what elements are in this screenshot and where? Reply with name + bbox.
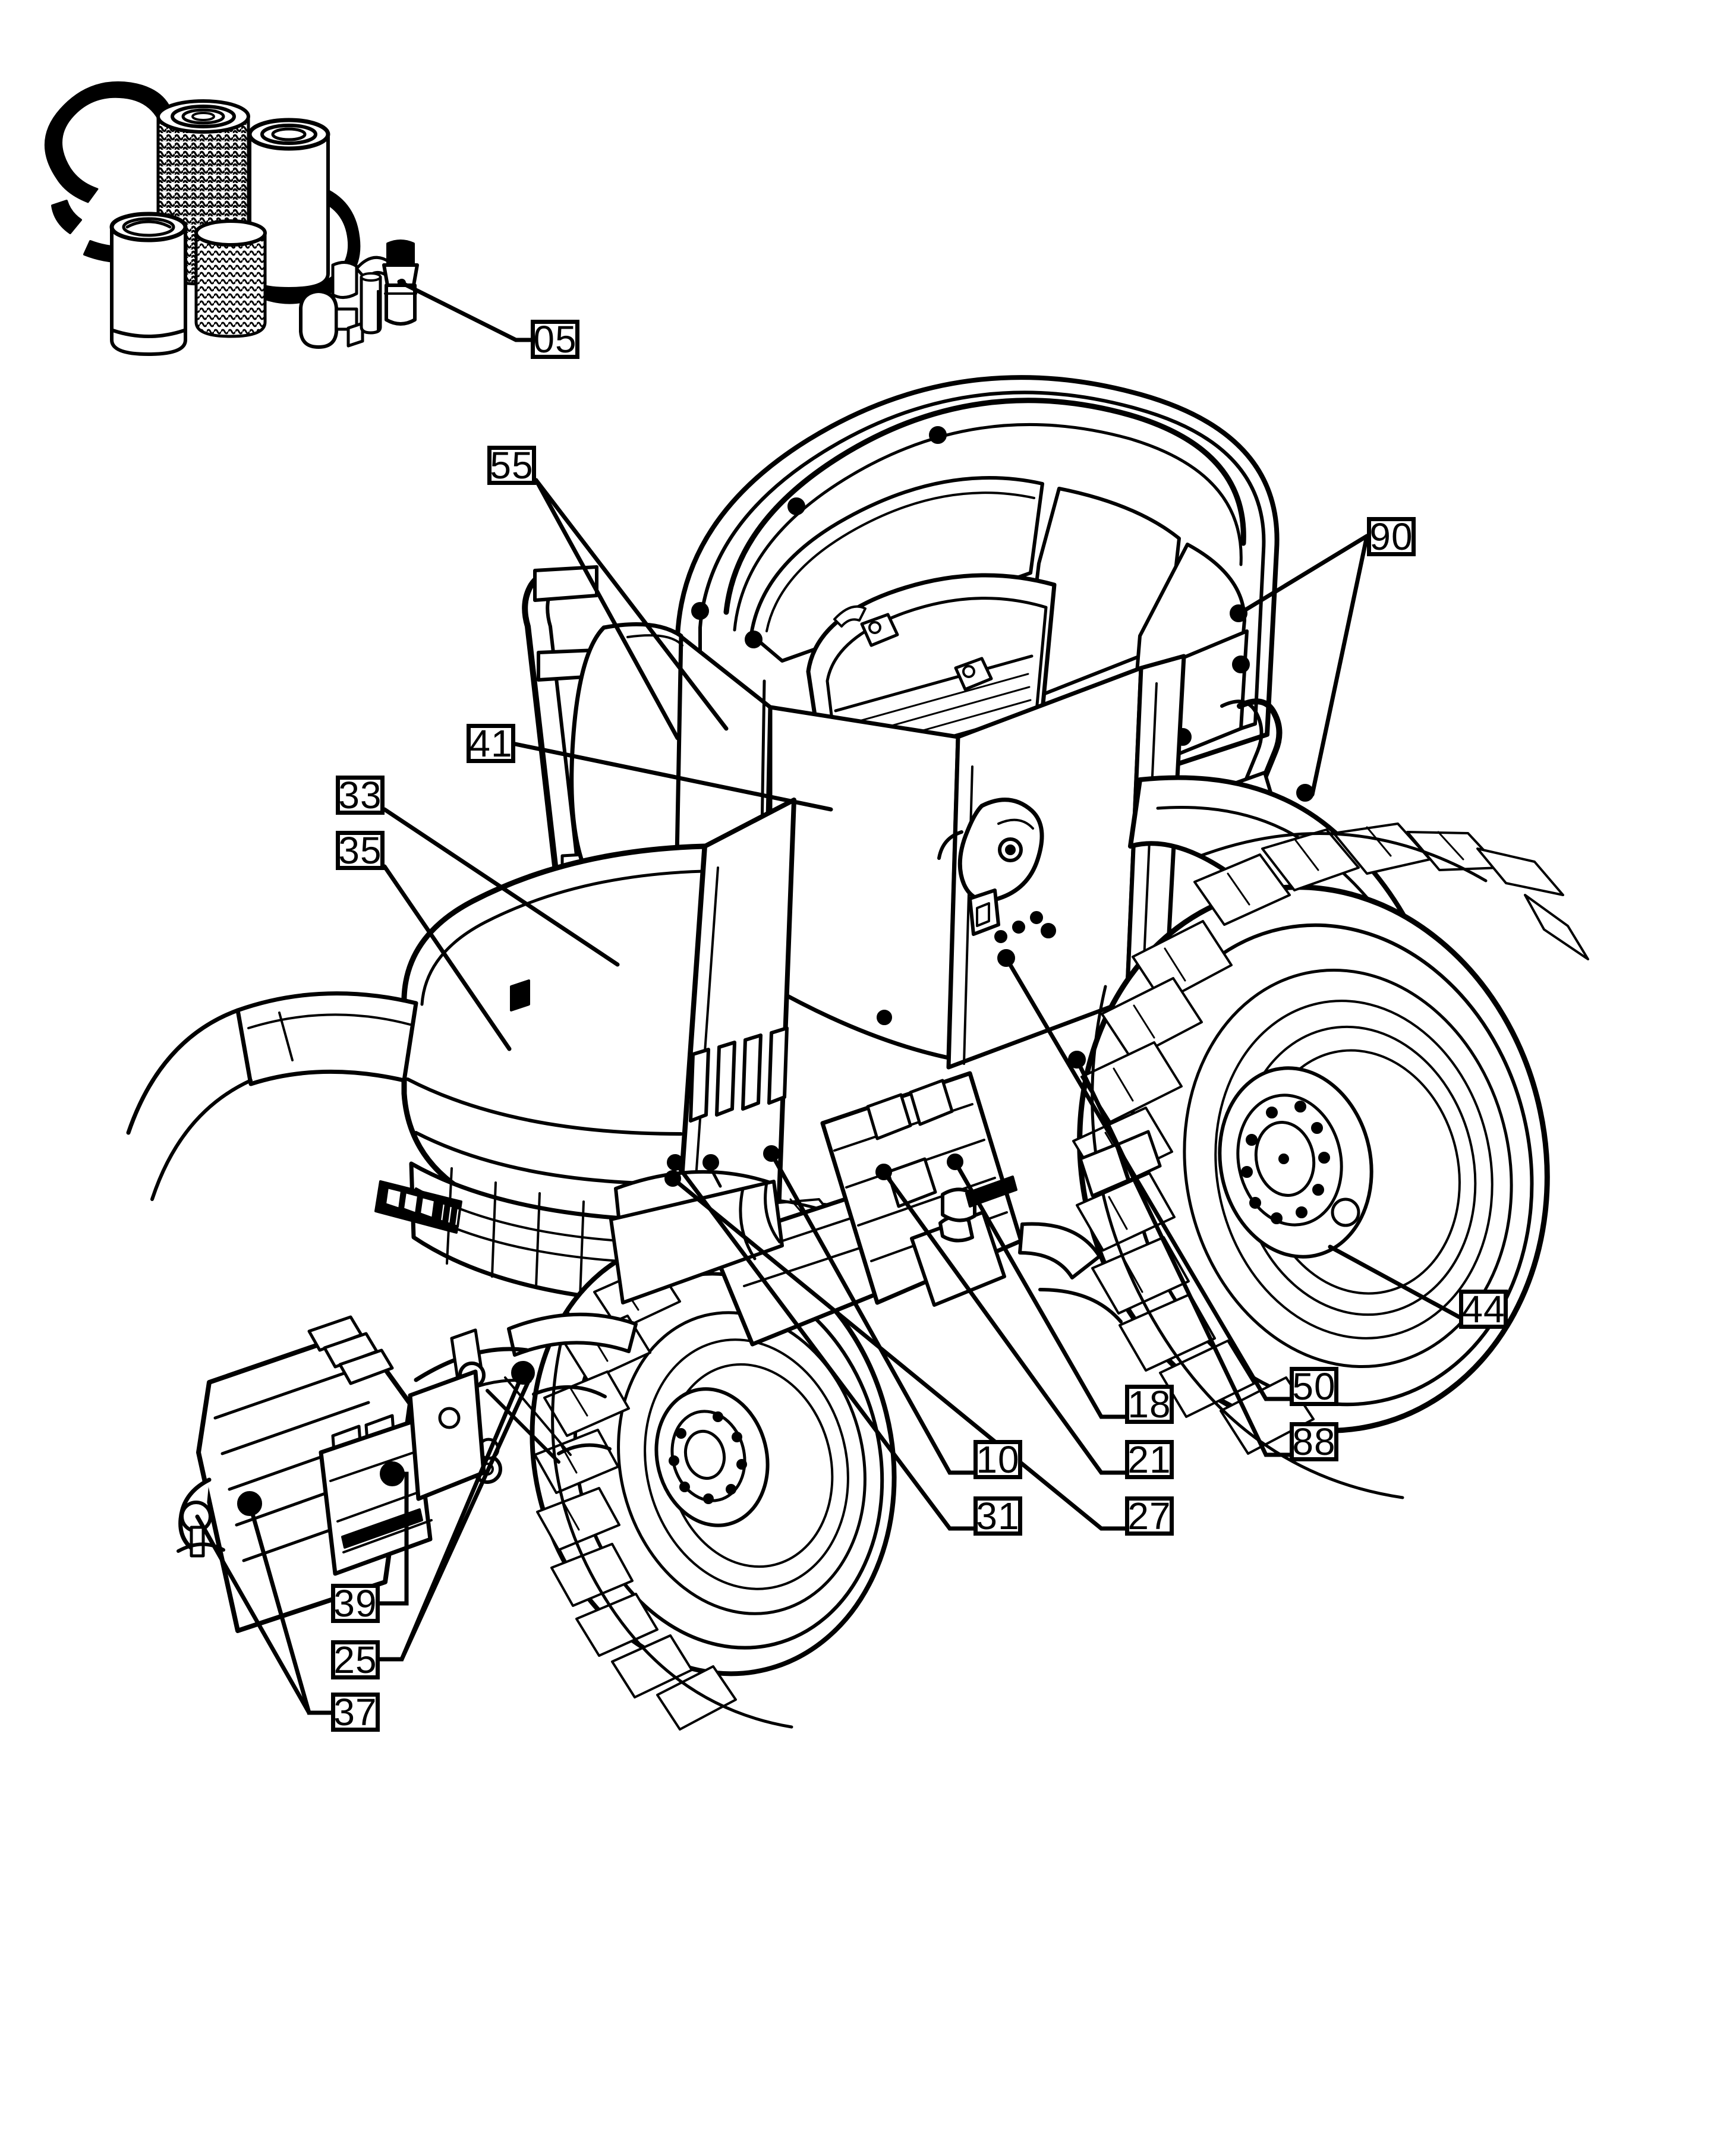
callout-label: 27: [1127, 1495, 1171, 1537]
callout-90[interactable]: 90: [1367, 517, 1416, 556]
callout-label: 90: [1369, 515, 1413, 558]
callout-50[interactable]: 50: [1290, 1367, 1338, 1406]
callout-label: 18: [1127, 1383, 1171, 1426]
callout-label: 41: [469, 722, 513, 765]
callout-label: 37: [333, 1691, 377, 1734]
leader-lines: [195, 279, 1461, 1715]
callout-10[interactable]: 10: [973, 1440, 1022, 1479]
callout-label: 39: [333, 1582, 377, 1625]
callout-label: 35: [338, 829, 382, 872]
callout-21[interactable]: 21: [1125, 1440, 1174, 1479]
callout-88[interactable]: 88: [1290, 1422, 1338, 1461]
callout-31[interactable]: 31: [973, 1496, 1022, 1536]
callout-55[interactable]: 55: [487, 446, 536, 485]
callout-25[interactable]: 25: [331, 1640, 380, 1679]
front-left-fender: [126, 991, 418, 1201]
brand-badge: [374, 1180, 462, 1234]
callout-label: 05: [533, 318, 577, 361]
callout-33[interactable]: 33: [336, 776, 385, 815]
callout-37[interactable]: 37: [331, 1693, 380, 1732]
callout-label: 44: [1461, 1288, 1505, 1331]
callout-39[interactable]: 39: [331, 1584, 380, 1623]
callout-label: 88: [1292, 1420, 1336, 1463]
callout-label: 33: [338, 774, 382, 817]
callout-label: 50: [1292, 1365, 1336, 1408]
callout-label: 21: [1127, 1438, 1171, 1481]
callout-label: 25: [333, 1638, 377, 1681]
callout-18[interactable]: 18: [1125, 1385, 1174, 1424]
callout-44[interactable]: 44: [1459, 1290, 1508, 1329]
callout-label: 31: [976, 1495, 1020, 1537]
front-ballast-weights: [177, 1315, 486, 1633]
service-filter-kit-inset: [45, 81, 419, 356]
callout-27[interactable]: 27: [1125, 1496, 1174, 1536]
callout-35[interactable]: 35: [336, 831, 385, 870]
callout-label: 10: [976, 1438, 1020, 1481]
callout-label: 55: [490, 444, 534, 487]
callout-05[interactable]: 05: [531, 320, 579, 359]
callout-41[interactable]: 41: [467, 724, 515, 763]
